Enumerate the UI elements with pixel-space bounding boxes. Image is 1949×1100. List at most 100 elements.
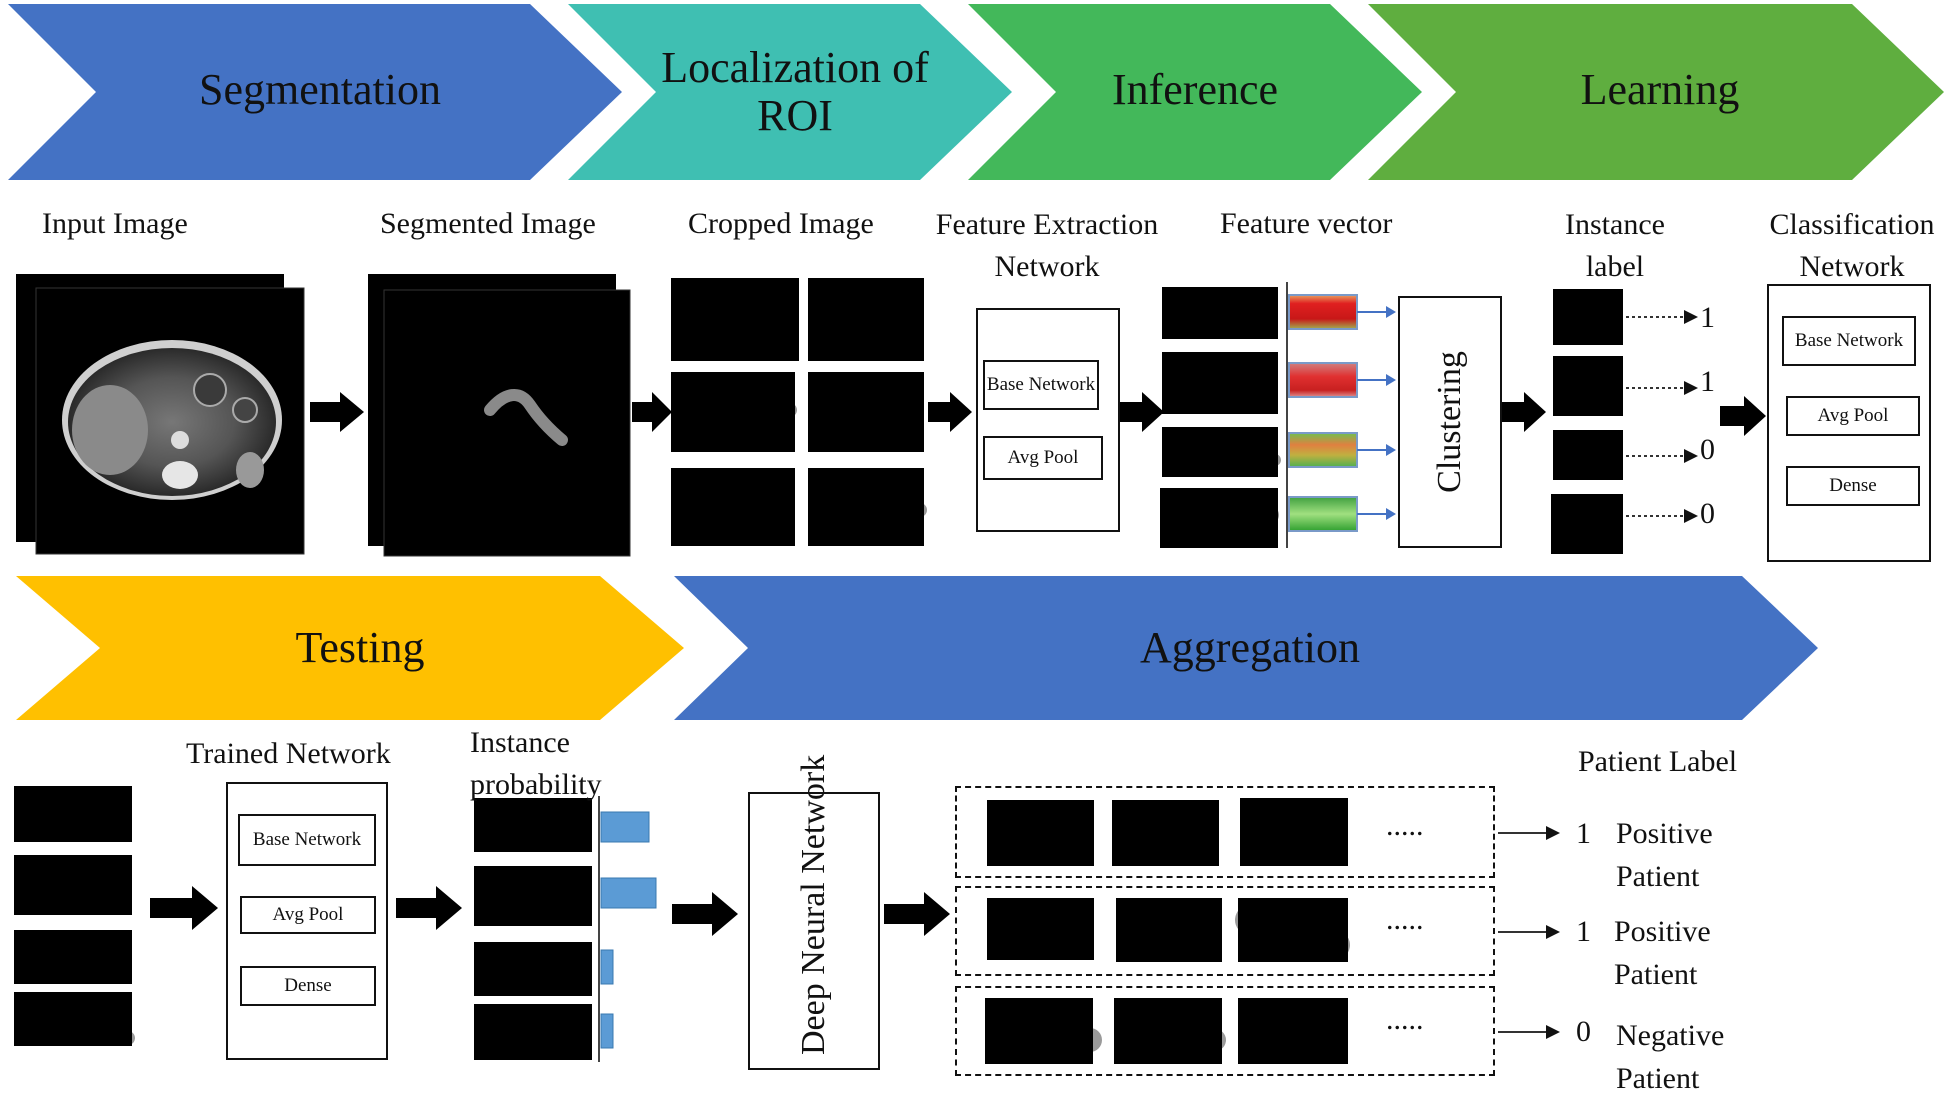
arrow-4: [1120, 392, 1164, 432]
bag1-ellipsis: .....: [1386, 809, 1424, 842]
deep-neural-network-label: Deep Neural Network: [795, 754, 832, 1055]
trained-avg-pool: Avg Pool: [240, 896, 376, 934]
probability-bar-4: [600, 1013, 614, 1049]
instance-label-1: 1: [1700, 301, 1715, 334]
instance-label-heading: Instance label: [1565, 208, 1665, 283]
inference-thumb-4: [1160, 488, 1278, 548]
stage-segmentation-label: Segmentation: [199, 65, 441, 114]
segmentation-chevron: [8, 4, 622, 180]
bag1-thumb-3: [1240, 798, 1348, 866]
testing-chevron: [16, 576, 684, 720]
bag3-ellipsis: .....: [1386, 1003, 1424, 1036]
probability-bar-1: [600, 811, 650, 843]
bag3-thumb-3: [1238, 998, 1348, 1064]
testing-thumb-3: [14, 930, 132, 984]
probability-thumb-1: [474, 798, 592, 852]
testing-thumb-4: [14, 992, 132, 1046]
clustering-label: Clustering: [1431, 351, 1468, 493]
testing-thumb-2: [14, 855, 132, 915]
instance-probability-label: Instance probability: [470, 726, 602, 801]
feature-vector-label: Feature vector: [1220, 207, 1393, 240]
patient-1-text: Positive Patient: [1616, 817, 1713, 893]
probability-thumb-4: [474, 1004, 592, 1060]
cropped-thumb-5: [671, 468, 795, 546]
classification-network-label: Classification Network: [1769, 208, 1935, 283]
patient-2-value: 1: [1576, 915, 1591, 948]
instance-thumb-1: [1553, 289, 1623, 345]
localization-chevron: [568, 4, 1012, 180]
instance-thumb-4: [1551, 494, 1623, 554]
ct-kidney: [236, 452, 264, 488]
bag2-thumb-1: [987, 898, 1094, 960]
feature-arrow-heads: [1386, 306, 1396, 520]
deep-neural-network-block: [748, 792, 880, 1070]
aggregation-chevron: [674, 576, 1818, 720]
bag-negative: [955, 986, 1495, 1076]
probability-bar-2: [600, 877, 657, 909]
patient-1-value: 1: [1576, 817, 1591, 850]
cls-base-network: Base Network: [1782, 316, 1916, 366]
instance-label-2: 1: [1700, 365, 1715, 398]
trained-base-network: Base Network: [238, 814, 376, 866]
arrow-8: [396, 886, 462, 930]
bag1-thumb-1: [987, 800, 1094, 866]
cropped-image-label: Cropped Image: [688, 207, 874, 240]
stage-testing-label: Testing: [295, 623, 425, 672]
testing-thumb-1: [14, 786, 132, 842]
bag-positive-1: [955, 786, 1495, 878]
arrow-5: [1500, 392, 1546, 432]
bag-positive-2: [955, 886, 1495, 976]
probability-thumb-2: [474, 866, 592, 926]
instance-label-arrows: [1626, 316, 1684, 517]
instance-thumb-3: [1553, 430, 1623, 480]
arrow-1: [310, 392, 364, 432]
input-image-label: Input Image: [42, 207, 188, 240]
arrow-7: [150, 886, 218, 930]
ct-bowel-2: [232, 397, 258, 423]
segmented-image: [383, 289, 631, 557]
probability-thumb-3: [474, 942, 592, 996]
inference-thumb-1: [1162, 287, 1278, 339]
patient-label-arrow-heads: [1546, 826, 1560, 1039]
bag3-thumb-2: [1114, 998, 1222, 1064]
cropped-thumb-2: [808, 278, 924, 361]
cls-dense: Dense: [1786, 466, 1920, 506]
bag1-thumb-2: [1112, 800, 1219, 866]
inference-thumb-3: [1162, 427, 1278, 477]
patient-label-heading: Patient Label: [1578, 745, 1738, 778]
patient-label-arrows: [1498, 832, 1548, 1033]
ct-spine: [162, 461, 198, 489]
instance-label-4: 0: [1700, 497, 1715, 530]
cropped-thumb-3: [671, 372, 795, 452]
arrow-6: [1720, 396, 1766, 436]
segmented-pancreas: [484, 389, 568, 446]
segmented-image-label: Segmented Image: [380, 207, 596, 240]
fe-base-network: Base Network: [983, 360, 1099, 410]
ct-liver: [72, 385, 148, 475]
stage-inference-label: Inference: [1111, 65, 1279, 114]
ct-bowel: [193, 373, 227, 407]
feature-vector-3: [1288, 432, 1358, 468]
feature-extraction-network: [976, 308, 1120, 532]
patient-3-value: 0: [1576, 1015, 1591, 1048]
feature-vector-4: [1288, 496, 1358, 532]
cls-avg-pool: Avg Pool: [1786, 396, 1920, 436]
arrow-10: [884, 892, 950, 936]
bag2-ellipsis: .....: [1386, 903, 1424, 936]
learning-chevron: [1368, 4, 1944, 180]
stage-learning-label: Learning: [1580, 65, 1740, 114]
stage-aggregation-label: Aggregation: [1140, 623, 1360, 672]
fe-avg-pool: Avg Pool: [983, 436, 1103, 480]
clustering-block: [1398, 296, 1502, 548]
feature-extraction-label: Feature Extraction Network: [935, 208, 1159, 283]
instance-thumb-2: [1553, 356, 1623, 416]
bag2-thumb-3: [1238, 898, 1348, 962]
inference-chevron: [968, 4, 1422, 180]
feature-to-cluster-arrows: [1357, 311, 1390, 515]
trained-network-label: Trained Network: [186, 737, 391, 770]
cropped-thumb-6: [808, 468, 924, 546]
inference-thumb-2: [1162, 352, 1278, 414]
arrow-2: [632, 392, 672, 432]
bag3-thumb-1: [985, 998, 1093, 1064]
